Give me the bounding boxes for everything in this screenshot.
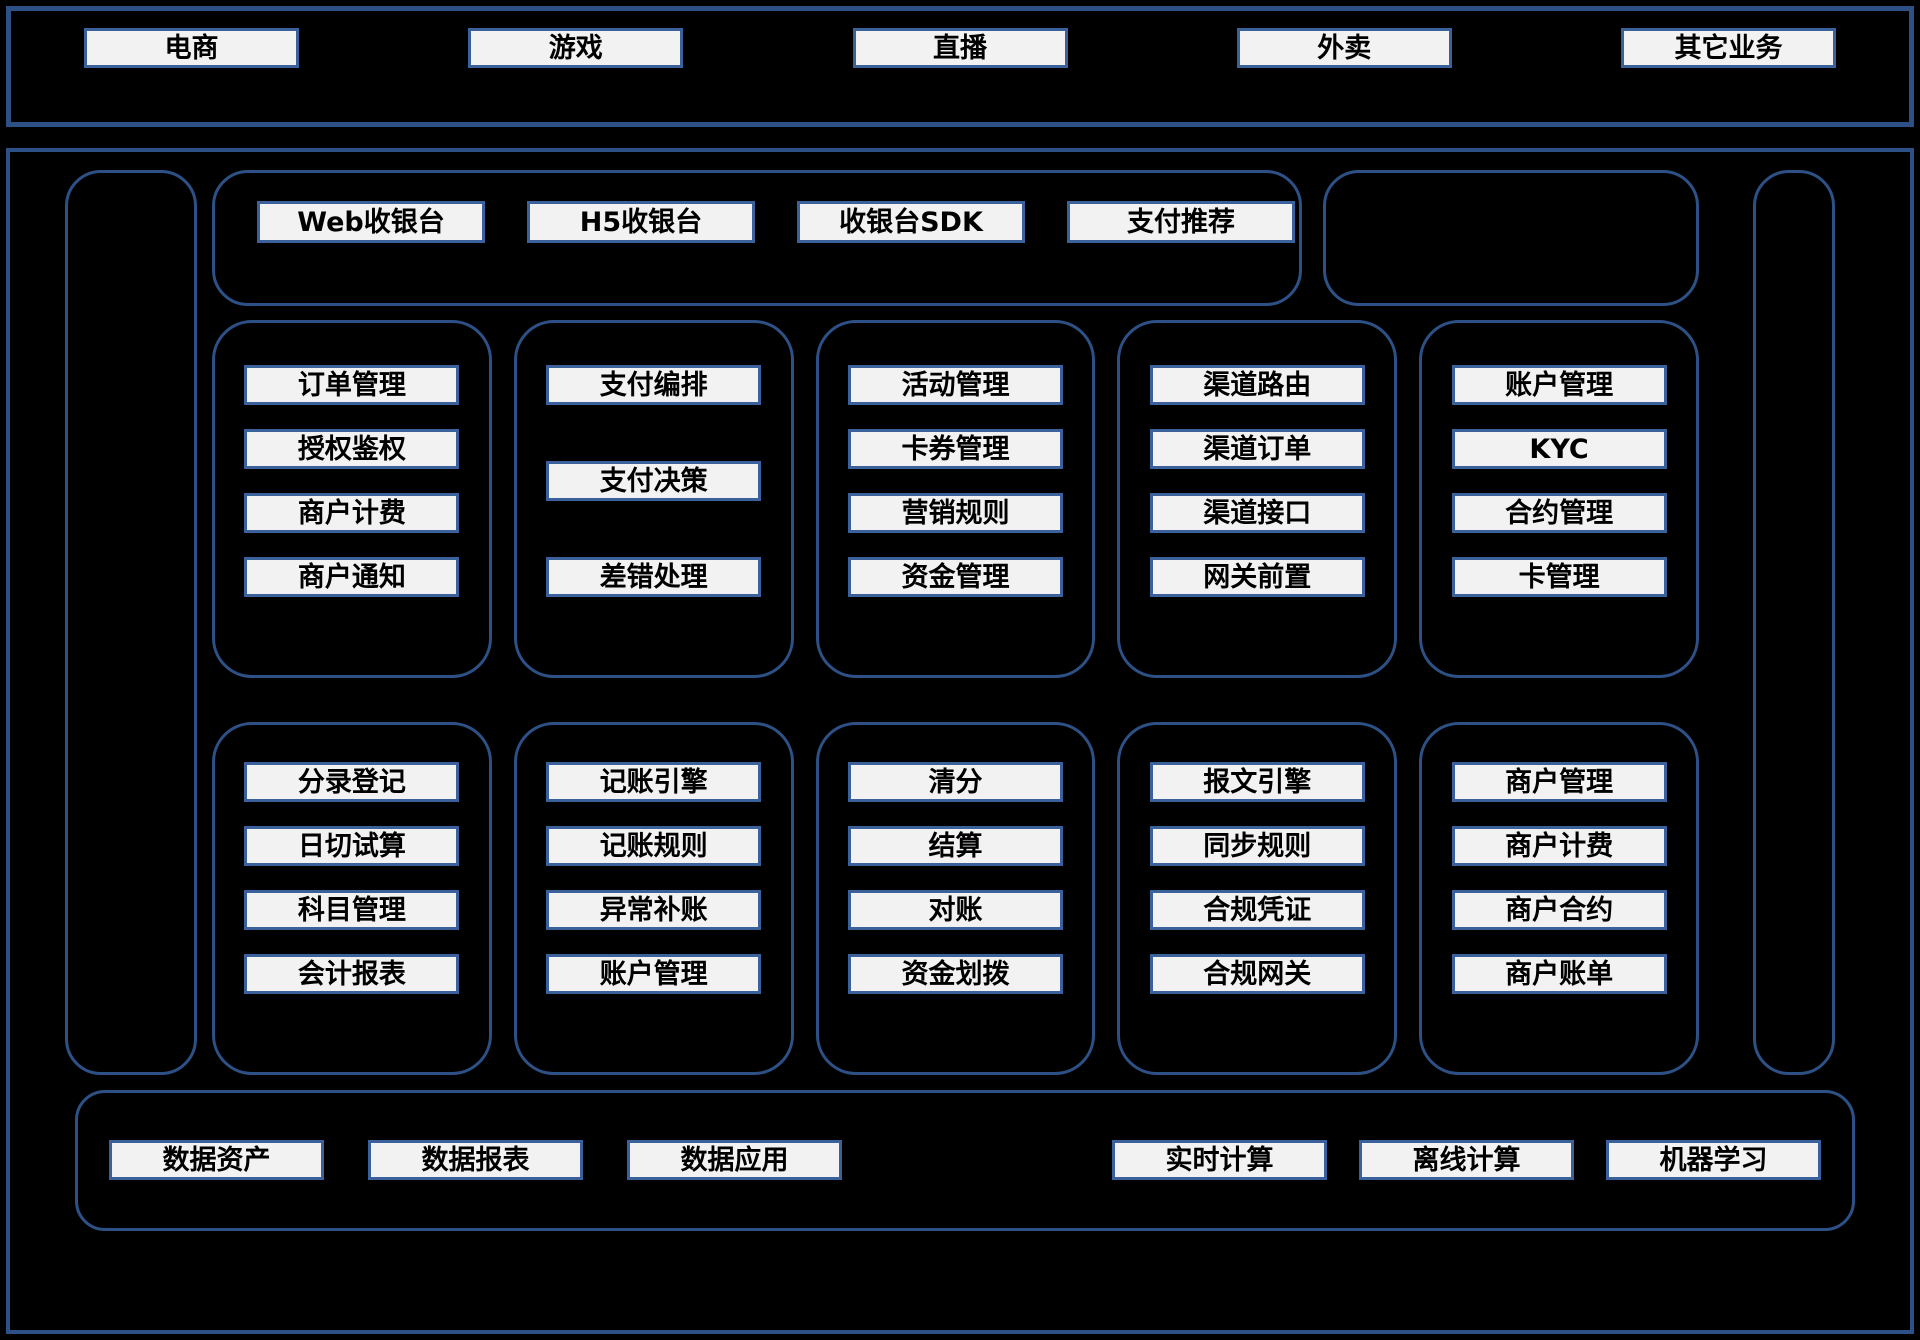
payment-module-box: 合约管理 — [1451, 493, 1667, 533]
data-platform-box: 离线计算 — [1359, 1140, 1574, 1180]
accounting-layer-row: 分录登记日切试算科目管理会计报表 记账引擎记账规则异常补账账户管理 清分结算对账… — [212, 722, 1699, 1075]
business-channel-box: 游戏 — [468, 28, 684, 68]
right-side-panel — [1753, 170, 1835, 1075]
payment-module-box: 支付编排 — [546, 365, 762, 405]
data-platform-box: 数据报表 — [368, 1140, 583, 1180]
access-layer-box: 收银台SDK — [797, 201, 1025, 243]
access-layer-box: Web收银台 — [257, 201, 485, 243]
accounting-column-2: 记账引擎记账规则异常补账账户管理 — [513, 722, 794, 1075]
payment-module-box: 网关前置 — [1149, 557, 1365, 597]
payment-module-box: 商户计费 — [244, 493, 460, 533]
left-side-panel — [65, 170, 197, 1075]
accounting-module-box: 异常补账 — [546, 890, 762, 930]
accounting-module-box: 日切试算 — [244, 826, 460, 866]
accounting-module-box: 商户合约 — [1451, 890, 1667, 930]
payment-module-box: KYC — [1451, 429, 1667, 469]
payment-module-box: 卡管理 — [1451, 557, 1667, 597]
payment-column-2: 支付编排支付决策差错处理 — [513, 320, 794, 678]
accounting-module-box: 商户账单 — [1451, 954, 1667, 994]
payment-column-4: 渠道路由渠道订单渠道接口网关前置 — [1117, 320, 1398, 678]
payment-module-box: 活动管理 — [847, 365, 1063, 405]
accounting-module-box: 资金划拨 — [847, 954, 1063, 994]
data-platform-box: 实时计算 — [1112, 1140, 1327, 1180]
access-layer-panel: Web收银台 H5收银台收银台SDK 支付推荐 — [212, 170, 1302, 306]
payment-module-box: 商户通知 — [244, 557, 460, 597]
accounting-module-box: 合规网关 — [1149, 954, 1365, 994]
accounting-module-box: 清分 — [847, 762, 1063, 802]
payment-column-3: 活动管理卡券管理营销规则资金管理 — [815, 320, 1096, 678]
payment-module-box: 资金管理 — [847, 557, 1063, 597]
payment-module-box: 渠道接口 — [1149, 493, 1365, 533]
payment-module-box: 营销规则 — [847, 493, 1063, 533]
data-platform-box: 数据应用 — [627, 1140, 842, 1180]
accounting-column-5: 商户管理商户计费商户合约商户账单 — [1419, 722, 1699, 1075]
accounting-module-box: 记账引擎 — [546, 762, 762, 802]
accounting-module-box: 同步规则 — [1149, 826, 1365, 866]
data-platform-box: 数据资产 — [109, 1140, 324, 1180]
payment-column-1: 订单管理授权鉴权商户计费商户通知 — [212, 320, 492, 678]
accounting-column-4: 报文引擎同步规则合规凭证合规网关 — [1117, 722, 1398, 1075]
accounting-module-box: 结算 — [847, 826, 1063, 866]
accounting-module-box: 商户计费 — [1451, 826, 1667, 866]
access-layer-extension-panel — [1323, 170, 1699, 306]
business-channels-bar: 电商 游戏 直播 外卖 其它业务 — [6, 6, 1914, 127]
access-layer-box: 支付推荐 — [1067, 201, 1295, 243]
payment-module-box: 渠道订单 — [1149, 429, 1365, 469]
data-platform-bar: 数据资产 数据报表 数据应用 实时计算离线计算机器学习 — [75, 1090, 1855, 1231]
access-layer-box: H5收银台 — [527, 201, 755, 243]
accounting-module-box: 记账规则 — [546, 826, 762, 866]
payment-module-box: 支付决策 — [546, 461, 762, 501]
business-channel-box: 外卖 — [1236, 28, 1452, 68]
payment-module-box: 渠道路由 — [1149, 365, 1365, 405]
payment-column-5: 账户管理 KYC 合约管理卡管理 — [1419, 320, 1699, 678]
accounting-column-3: 清分结算对账资金划拨 — [815, 722, 1096, 1075]
business-channel-box: 电商 — [84, 28, 299, 68]
business-channel-box: 其它业务 — [1621, 28, 1836, 68]
accounting-module-box: 合规凭证 — [1149, 890, 1365, 930]
payment-module-box: 账户管理 — [1451, 365, 1667, 405]
accounting-column-1: 分录登记日切试算科目管理会计报表 — [212, 722, 492, 1075]
data-platform-box: 机器学习 — [1606, 1140, 1821, 1180]
accounting-module-box: 科目管理 — [244, 890, 460, 930]
accounting-module-box: 分录登记 — [244, 762, 460, 802]
accounting-module-box: 会计报表 — [244, 954, 460, 994]
payment-module-box: 授权鉴权 — [244, 429, 460, 469]
accounting-module-box: 对账 — [847, 890, 1063, 930]
payment-layer-row: 订单管理授权鉴权商户计费商户通知 支付编排支付决策差错处理 活动管理卡券管理营销… — [212, 320, 1699, 678]
accounting-module-box: 账户管理 — [546, 954, 762, 994]
data-platform-right-group: 实时计算离线计算机器学习 — [1112, 1140, 1821, 1228]
payment-module-box: 差错处理 — [546, 557, 762, 597]
data-platform-left-group: 数据资产 数据报表 数据应用 — [109, 1140, 842, 1228]
payment-module-box: 订单管理 — [244, 365, 460, 405]
payment-module-box: 卡券管理 — [847, 429, 1063, 469]
accounting-module-box: 报文引擎 — [1149, 762, 1365, 802]
business-channel-box: 直播 — [852, 28, 1068, 68]
accounting-module-box: 商户管理 — [1451, 762, 1667, 802]
